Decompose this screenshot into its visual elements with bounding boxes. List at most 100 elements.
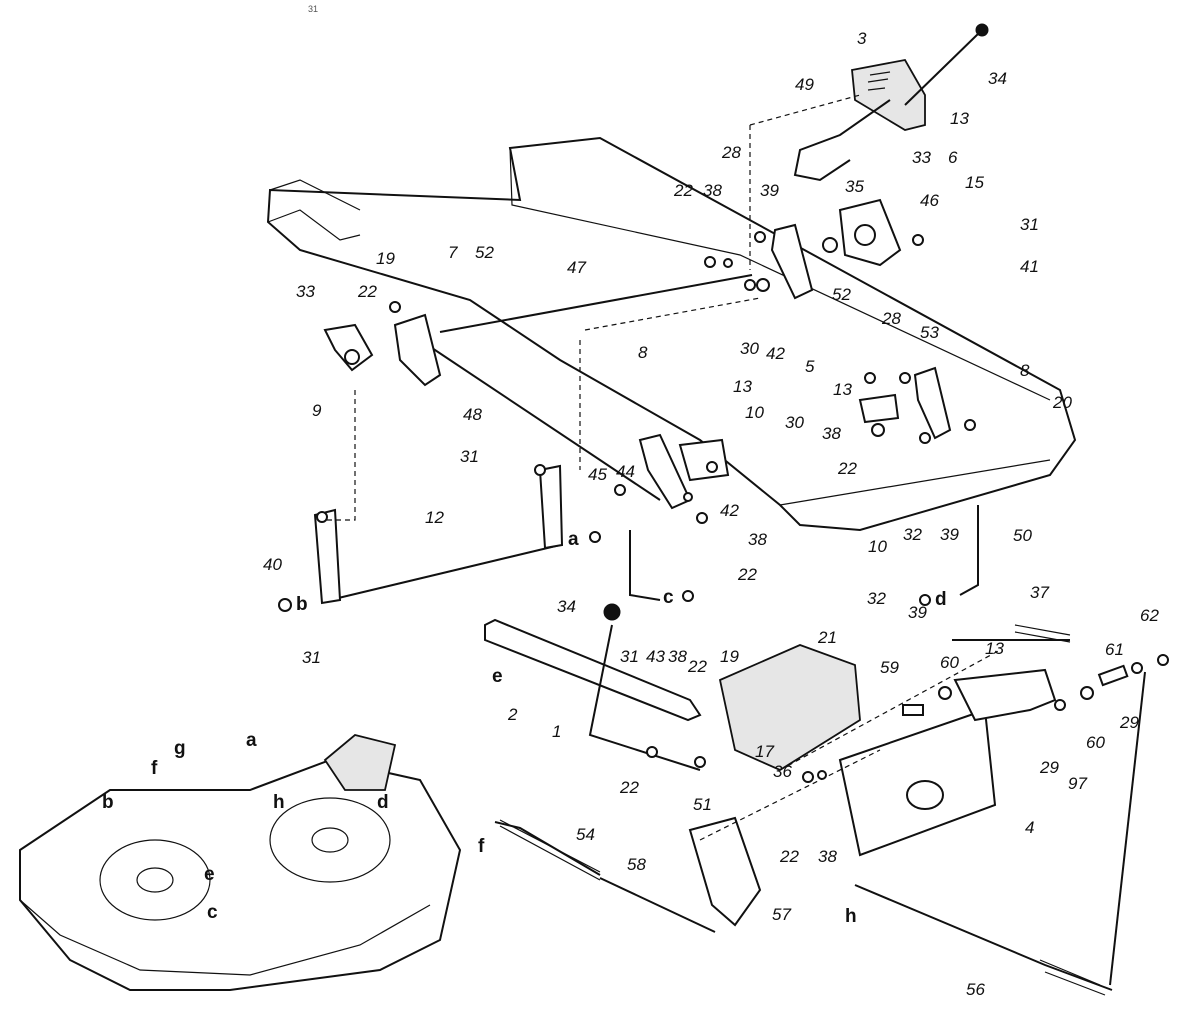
label-31-right: 31	[1020, 215, 1039, 234]
label-53: 53	[920, 323, 939, 342]
letter-h-link: h	[845, 906, 857, 927]
label-60-right: 60	[1086, 733, 1105, 752]
label-35: 35	[845, 177, 864, 196]
label-31-left: 31	[302, 648, 321, 667]
label-39-right: 39	[940, 525, 959, 544]
label-28-top: 28	[721, 143, 741, 162]
label-13-right: 13	[833, 380, 852, 399]
letter-a-deck: a	[246, 730, 257, 751]
label-8-left: 8	[638, 343, 648, 362]
label-7: 7	[448, 243, 458, 262]
label-15: 15	[965, 173, 984, 192]
label-2: 2	[507, 705, 518, 724]
label-22-bottom-left: 22	[619, 778, 639, 797]
label-51: 51	[693, 795, 712, 814]
letter-f-link: f	[478, 836, 485, 857]
label-57: 57	[772, 905, 791, 924]
label-13-top: 13	[950, 109, 969, 128]
label-22-right: 22	[837, 459, 857, 478]
label-19-lower: 19	[720, 647, 739, 666]
label-32-mid: 32	[903, 525, 922, 544]
label-6: 6	[948, 148, 958, 167]
label-10-upper: 10	[745, 403, 764, 422]
label-39-lower: 39	[908, 603, 927, 622]
label-40: 40	[263, 555, 282, 574]
label-43: 43	[646, 647, 665, 666]
label-1: 1	[552, 722, 561, 741]
label-58: 58	[627, 855, 646, 874]
lift-control-console	[793, 23, 989, 182]
letter-b-deck: b	[102, 792, 114, 813]
label-37: 37	[1030, 583, 1049, 602]
letter-d-link: d	[935, 589, 947, 610]
label-13-lower: 13	[985, 639, 1004, 658]
label-38-mid: 38	[748, 530, 767, 549]
label-36: 36	[773, 762, 792, 781]
letter-f-deck: f	[151, 758, 158, 779]
letter-c-deck: c	[207, 902, 218, 923]
label-30-mid: 30	[785, 413, 804, 432]
mower-deck	[19, 734, 462, 991]
rods	[329, 274, 1070, 641]
label-54: 54	[576, 825, 595, 844]
lower-assembly	[484, 603, 1146, 996]
label-33-left: 33	[296, 282, 315, 301]
letter-g-deck: g	[174, 738, 186, 759]
label-50: 50	[1013, 526, 1032, 545]
label-29-left: 29	[1039, 758, 1059, 777]
label-32-lower: 32	[867, 589, 886, 608]
label-17: 17	[755, 742, 774, 761]
label-13-mid: 13	[733, 377, 752, 396]
label-38-top: 38	[703, 181, 722, 200]
letter-d-deck: d	[377, 792, 389, 813]
label-34-lower: 34	[557, 597, 576, 616]
letter-e-deck: e	[204, 864, 215, 885]
letter-b-link: b	[296, 594, 308, 615]
part-number-labels: 1 2 3 4 5 6 7 8 8 9 10 10 12 13 13 13 13…	[263, 29, 1159, 999]
label-46: 46	[920, 191, 939, 210]
label-42-upper: 42	[766, 344, 785, 363]
label-22-bottom: 22	[779, 847, 799, 866]
label-47: 47	[567, 258, 586, 277]
label-22-top: 22	[673, 181, 693, 200]
label-41: 41	[1020, 257, 1039, 276]
label-31-lower: 31	[620, 647, 639, 666]
label-9: 9	[312, 401, 322, 420]
label-31-mid: 31	[460, 447, 479, 466]
connection-letters: a b c d e f h a b c d e f g h	[102, 529, 947, 927]
label-28-right: 28	[881, 309, 901, 328]
label-20: 20	[1052, 393, 1072, 412]
letter-a-link: a	[568, 529, 579, 550]
label-22-left: 22	[357, 282, 377, 301]
label-33-top: 33	[912, 148, 931, 167]
label-22-mid: 22	[737, 565, 757, 584]
label-38-lower: 38	[668, 647, 687, 666]
label-29-right: 29	[1119, 713, 1139, 732]
label-34-top: 34	[988, 69, 1007, 88]
label-19-upper: 19	[376, 249, 395, 268]
label-52-left: 52	[475, 243, 494, 262]
label-22-lower: 22	[687, 657, 707, 676]
label-59: 59	[880, 658, 899, 677]
label-45: 45	[588, 465, 607, 484]
label-44: 44	[616, 462, 635, 481]
label-60-left: 60	[940, 653, 959, 672]
brackets	[313, 198, 952, 605]
label-4: 4	[1025, 818, 1034, 837]
label-38-right: 38	[822, 424, 841, 443]
label-5: 5	[805, 357, 815, 376]
label-42-mid: 42	[720, 501, 739, 520]
guide-lines	[315, 94, 1001, 841]
letter-h-deck: h	[273, 792, 285, 813]
letter-c-link: c	[663, 587, 674, 608]
corner-mark: 31	[308, 4, 318, 14]
label-97: 97	[1068, 774, 1087, 793]
label-49: 49	[795, 75, 814, 94]
hardware	[278, 231, 1169, 783]
label-52-right: 52	[832, 285, 851, 304]
label-8-right: 8	[1020, 361, 1030, 380]
label-62: 62	[1140, 606, 1159, 625]
label-21: 21	[817, 628, 837, 647]
